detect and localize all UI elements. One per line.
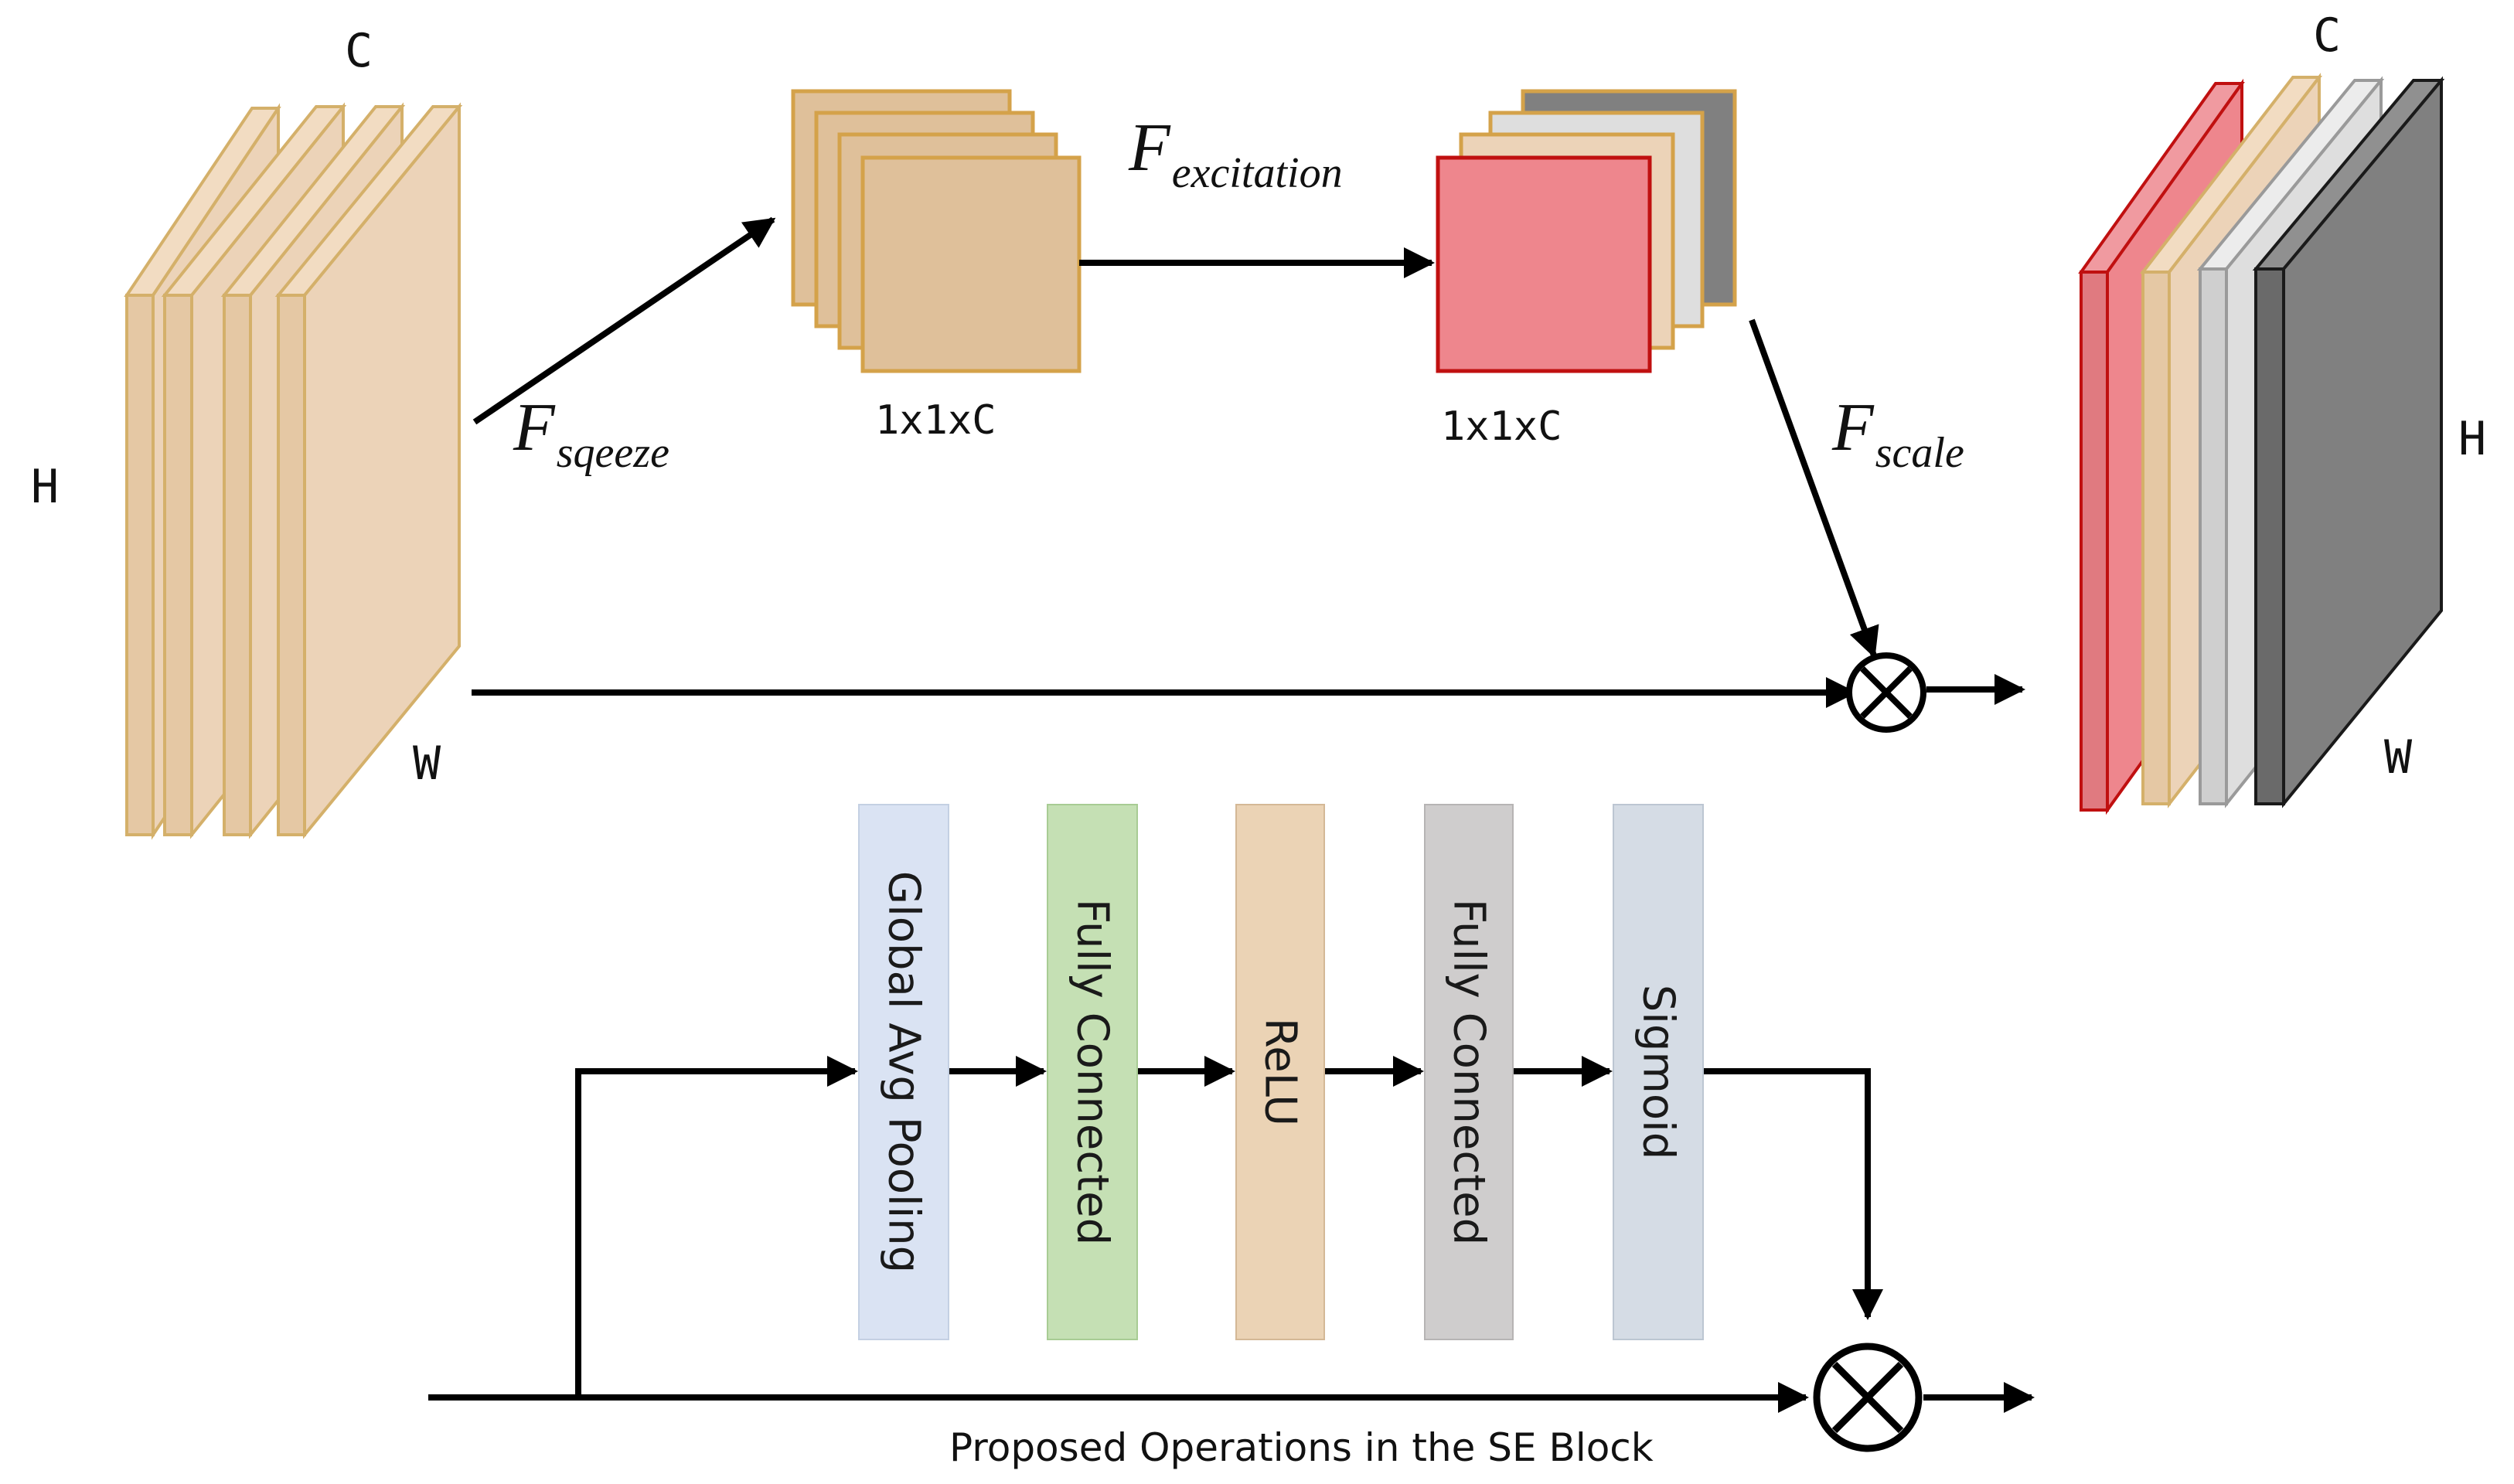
fully-connected-2-label: Fully Connected	[1443, 898, 1494, 1246]
fully-connected-1-label: Fully Connected	[1067, 898, 1118, 1246]
squeezed-vector-stack	[791, 89, 1082, 373]
excited-layer-red	[1436, 155, 1652, 373]
sigmoid-label: Sigmoid	[1633, 984, 1684, 1160]
squeeze-size-label: 1x1xC	[875, 397, 996, 444]
global-avg-pooling-label: Global Avg Pooling	[878, 870, 929, 1274]
relu-block: ReLU	[1235, 804, 1325, 1340]
input-width-label: W	[413, 737, 441, 791]
input-height-label: H	[31, 460, 60, 514]
output-feature-map	[2078, 73, 2445, 815]
fully-connected-1-block: Fully Connected	[1047, 804, 1138, 1340]
excitation-function-label: Fexcitation	[1129, 111, 1343, 197]
pipeline-branch-line	[575, 1056, 858, 1397]
sigmoid-to-multiply-arrow	[1704, 1068, 1883, 1320]
fully-connected-2-block: Fully Connected	[1424, 804, 1514, 1340]
squeeze-arrow	[472, 216, 776, 425]
global-avg-pooling-block: Global Avg Pooling	[858, 804, 949, 1340]
scale-arrow	[1749, 318, 1879, 659]
relu-label: ReLU	[1255, 1017, 1306, 1127]
squeeze-function-label: Fsqeeze	[513, 390, 669, 477]
multiply-operator-bottom	[1813, 1343, 1923, 1452]
output-width-label: W	[2384, 730, 2413, 785]
multiply-operator-top	[1846, 652, 1926, 733]
output-height-label: H	[2458, 412, 2487, 466]
input-slice	[274, 102, 463, 839]
output-channel-label: C	[2313, 9, 2342, 63]
excitation-size-label: 1x1xC	[1441, 403, 1562, 450]
input-feature-map	[124, 102, 463, 840]
excited-vector-stack	[1436, 89, 1737, 373]
diagram-caption: Proposed Operations in the SE Block	[949, 1425, 1654, 1470]
scale-function-label: Fscale	[1832, 390, 1964, 477]
sigmoid-block: Sigmoid	[1613, 804, 1704, 1340]
squeezed-layer	[860, 155, 1082, 373]
input-channel-label: C	[345, 24, 373, 78]
output-slice-dark-gray	[2252, 76, 2445, 808]
